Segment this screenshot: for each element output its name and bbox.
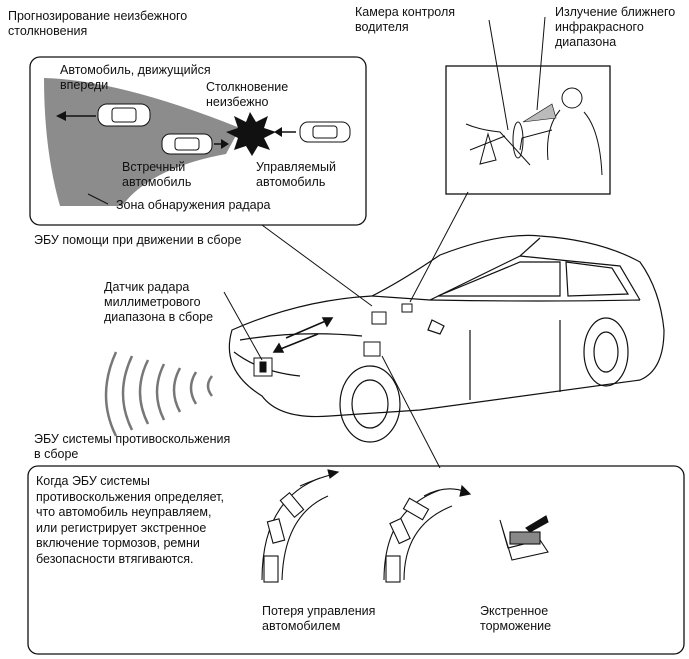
driver-camera-icon: [401, 303, 413, 313]
vehicle-ahead-label: Автомобиль, движущийся впереди: [60, 63, 211, 92]
pcs-description-text: Когда ЭБУ системы противоскольжения опре…: [36, 474, 224, 566]
loss-of-control-label: Потеря управления автомобилем: [262, 604, 376, 633]
controlled-vehicle-icon: [299, 121, 351, 143]
driver-icon: [465, 87, 603, 176]
driver-camera-label: Камера контроля водителя: [355, 5, 456, 34]
driver-camera-inset-frame: [445, 65, 611, 195]
prediction-label: Прогнозирование неизбежного столкновения: [8, 9, 188, 38]
radar-zone-label: Зона обнаружения радара: [116, 198, 271, 212]
pcs-ecu-icon: [363, 341, 381, 357]
radar-inset-frame: [29, 56, 367, 226]
car-illustration: [228, 234, 665, 443]
oncoming-vehicle-icon: [161, 133, 213, 155]
nir-emission-label: Излучение ближнего инфракрасного диапазо…: [555, 5, 676, 49]
controlled-vehicle-label: Управляемый автомобиль: [256, 160, 336, 189]
radar-sensor-icon: [253, 357, 273, 377]
brake-pedal-icon: [499, 515, 549, 561]
radar-detection-zone: [44, 78, 240, 206]
radar-transmit-arrows: [272, 317, 334, 353]
radar-wave-icon: [104, 351, 214, 437]
loss-of-control-icon-1: [261, 469, 340, 583]
infrared-beam: [522, 103, 557, 123]
pcs-ecu-label: ЭБУ системы противоскольжения в сборе: [34, 432, 231, 461]
radar-sensor-label: Датчик радара миллиметрового диапазона в…: [104, 280, 214, 324]
emergency-braking-label: Экстренное торможение: [480, 604, 552, 633]
drive-assist-ecu-label: ЭБУ помощи при движении в сборе: [34, 233, 242, 247]
loss-of-control-icon-2: [383, 484, 472, 583]
vehicle-ahead-icon: [97, 103, 151, 127]
pcs-inset-frame: [27, 465, 685, 655]
drive-assist-ecu-icon: [371, 311, 387, 325]
collision-unavoidable-label: Столкновение неизбежно: [206, 80, 289, 109]
collision-burst-icon: [226, 112, 276, 156]
oncoming-vehicle-label: Встречный автомобиль: [122, 160, 192, 189]
